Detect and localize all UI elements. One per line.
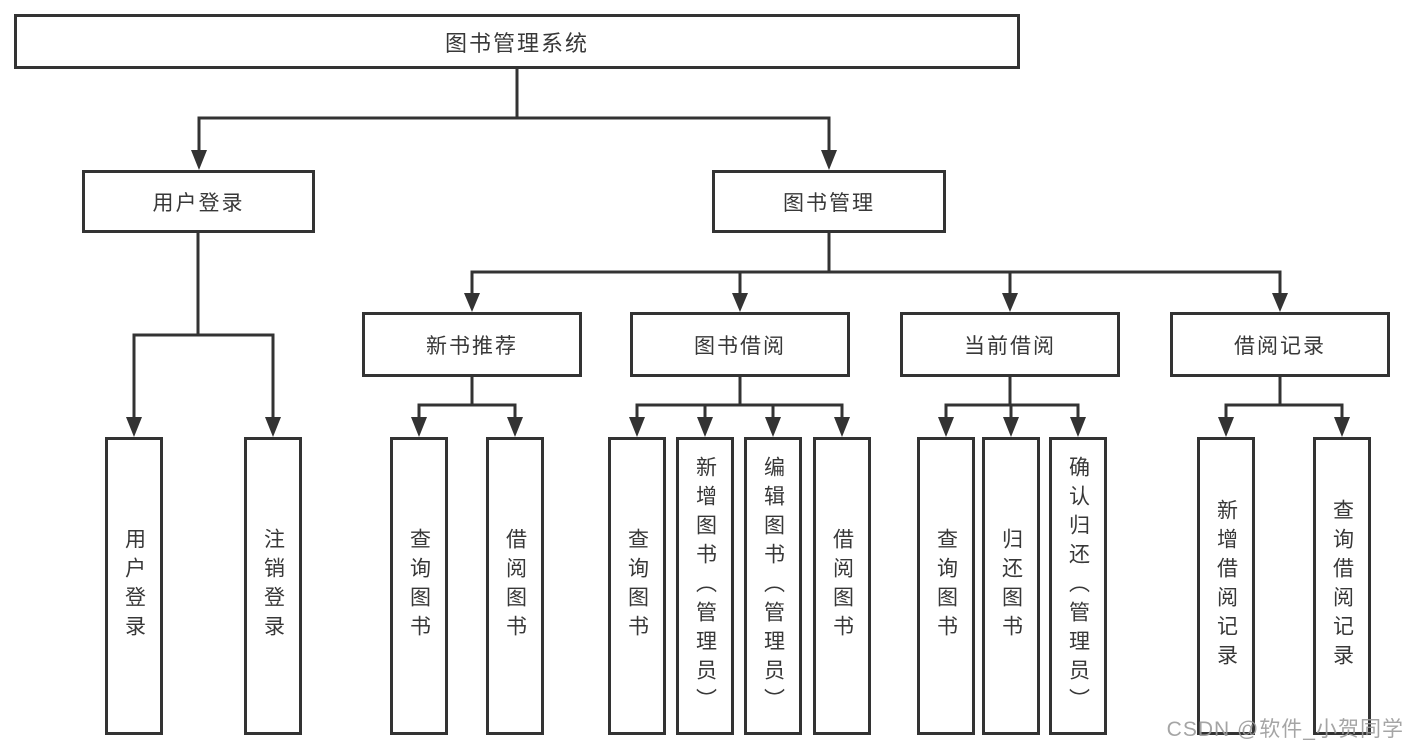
node-user-login: 用户登录: [82, 170, 315, 233]
leaf-borrow-query-books: 查询图书: [608, 437, 666, 735]
node-borrow-records: 借阅记录: [1170, 312, 1390, 377]
leaf-query-borrow-record: 查询借阅记录: [1313, 437, 1371, 735]
leaf-current-query-books: 查询图书: [917, 437, 975, 735]
leaf-recommend-query-books: 查询图书: [390, 437, 448, 735]
leaf-edit-book-admin: 编辑图书（管理员）: [744, 437, 802, 735]
node-current-borrow: 当前借阅: [900, 312, 1120, 377]
node-book-borrow: 图书借阅: [630, 312, 850, 377]
leaf-recommend-borrow-books: 借阅图书: [486, 437, 544, 735]
leaf-borrow-books: 借阅图书: [813, 437, 871, 735]
leaf-add-borrow-record: 新增借阅记录: [1197, 437, 1255, 735]
leaf-confirm-return-admin: 确认归还（管理员）: [1049, 437, 1107, 735]
watermark: CSDN @软件_小贺同学: [1166, 718, 1404, 741]
node-new-book-recommend: 新书推荐: [362, 312, 582, 377]
leaf-user-login: 用户登录: [105, 437, 163, 735]
node-root: 图书管理系统: [14, 14, 1020, 69]
node-book-management: 图书管理: [712, 170, 946, 233]
leaf-return-book: 归还图书: [982, 437, 1040, 735]
leaf-logout: 注销登录: [244, 437, 302, 735]
leaf-add-book-admin: 新增图书（管理员）: [676, 437, 734, 735]
